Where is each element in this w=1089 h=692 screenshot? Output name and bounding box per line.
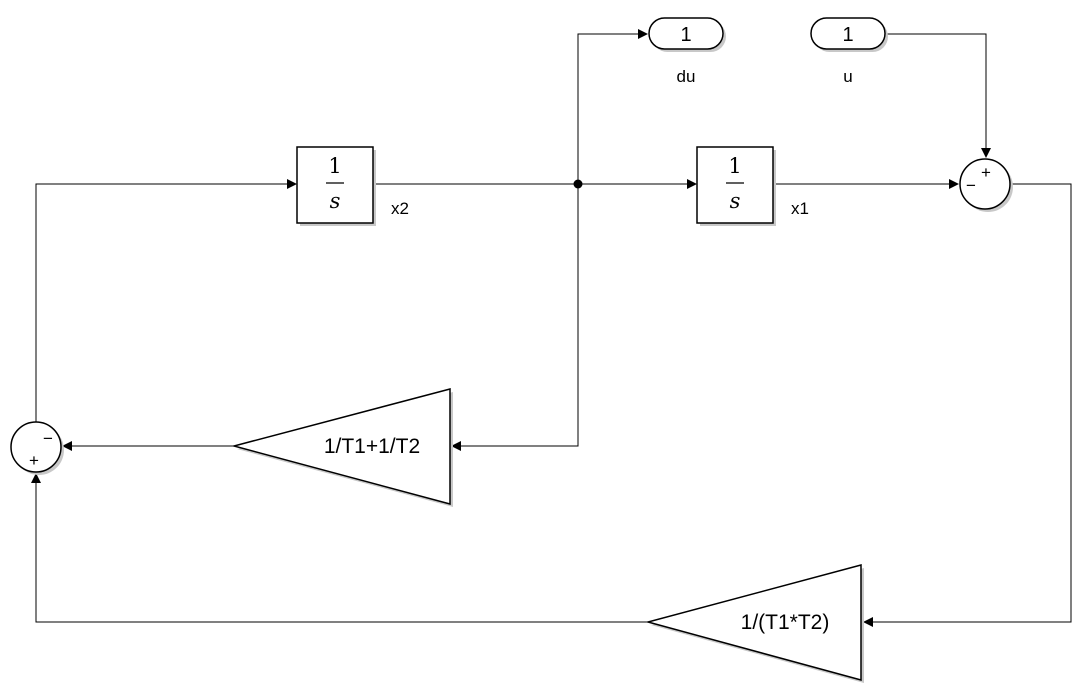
integrator-x2-numerator: 1 [328,154,341,178]
wire-branch-to-du[interactable] [577,29,648,184]
sum-left-sign-bottom: + [29,451,39,470]
sum-right-sign-left: − [966,176,976,195]
wire-sum-right-to-gain-lower[interactable] [863,183,1072,627]
integrator-x1[interactable]: 1 s [696,146,776,226]
integrator-x2-denominator: s [330,189,341,213]
wire-u-to-sum-right[interactable] [885,33,991,158]
signal-label-x1: x1 [791,199,809,218]
gain-block-upper[interactable]: 1/T1+1/T2 [231,388,453,507]
integrator-x1-numerator: 1 [728,154,741,178]
signal-lines [31,29,1072,627]
signal-label-x2: x2 [391,199,409,218]
sum-block-left[interactable]: − + [10,421,64,475]
gain-block-lower[interactable]: 1/(T1*T2) [645,564,864,683]
wire-gain-lower-to-sum-left[interactable] [31,473,647,623]
outport-du-number: 1 [680,24,691,46]
sum-right-sign-top: + [981,163,991,182]
outport-du-name: du [677,67,696,86]
gain-upper-expression: 1/T1+1/T2 [324,435,420,458]
wire-sum-left-to-integrator-x2[interactable] [35,179,297,428]
inport-u[interactable]: 1 [810,17,888,52]
outport-du[interactable]: 1 [648,17,726,52]
wire-branch-to-gain-upper[interactable] [451,184,579,451]
inport-u-number: 1 [842,24,853,46]
branch-point [573,179,583,189]
integrator-x2[interactable]: 1 s [296,146,376,226]
sum-block-right[interactable]: + − [959,158,1013,212]
sum-left-sign-right: − [43,429,53,448]
inport-u-name: u [843,67,852,86]
integrator-x1-denominator: s [730,189,741,213]
gain-lower-expression: 1/(T1*T2) [741,611,830,634]
